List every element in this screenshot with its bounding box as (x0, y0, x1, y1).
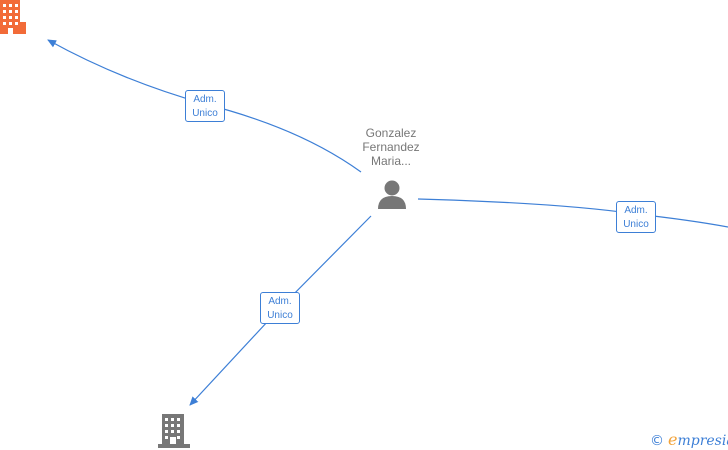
building-icon[interactable] (0, 0, 26, 34)
brand-initial: e (668, 430, 678, 449)
empresia-watermark: ©empresia (650, 430, 728, 449)
building-icon[interactable] (158, 414, 190, 448)
person-name-line-2: Fernandez (362, 140, 420, 154)
copyright-symbol: © (650, 433, 664, 449)
person-name-label[interactable]: Gonzalez Fernandez Maria... (350, 126, 432, 168)
edge-label-role-detail: Unico (192, 108, 218, 119)
edge-label-right[interactable]: Adm. Unico (616, 201, 656, 233)
edge-label-role: Adm. (193, 94, 217, 105)
edge-label-bottom-left[interactable]: Adm. Unico (260, 292, 300, 324)
edge-label-role: Adm. (268, 296, 292, 307)
edge-label-role-detail: Unico (267, 310, 293, 321)
edge-right-line (417, 198, 728, 228)
person-icon[interactable] (378, 180, 406, 210)
edge-label-top-left[interactable]: Adm. Unico (185, 90, 225, 122)
brand-name: mpresia (677, 433, 728, 449)
edge-label-role-detail: Unico (623, 219, 649, 230)
person-name-line-3: Maria... (370, 154, 411, 168)
person-name-line-1: Gonzalez (365, 126, 417, 140)
edge-label-role: Adm. (624, 205, 648, 216)
